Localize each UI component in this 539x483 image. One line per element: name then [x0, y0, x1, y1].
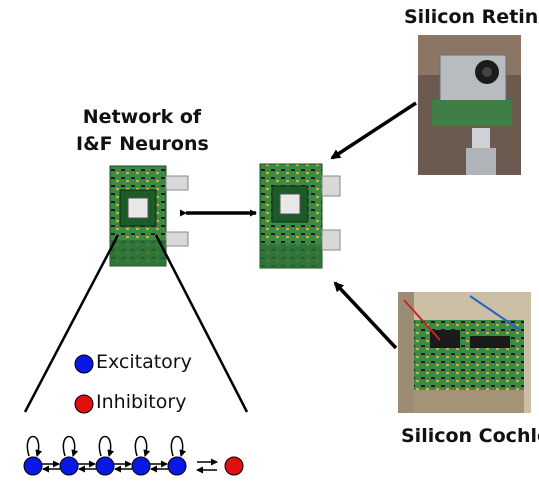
silicon-retina-image	[418, 35, 521, 175]
excitatory-legend-dot	[74, 354, 94, 374]
retina-label: Silicon Retina	[404, 6, 539, 28]
excitatory-neuron	[131, 456, 151, 476]
cochlea-label: Silicon Cochlea	[401, 425, 539, 447]
self-connection-loop	[134, 435, 151, 457]
self-connection-loop	[62, 435, 79, 457]
excitatory-neuron	[23, 456, 43, 476]
zoom-line-left	[23, 234, 120, 413]
network-title-line2: I&F Neurons	[76, 133, 209, 155]
interface-board	[259, 163, 341, 269]
self-connection-loop	[170, 435, 187, 457]
excitatory-legend-label: Excitatory	[96, 351, 192, 373]
arrow-retina-to-board	[330, 101, 417, 160]
excitatory-neuron	[167, 456, 187, 476]
network-title-line1: Network of	[82, 106, 202, 128]
silicon-cochlea-image	[398, 292, 531, 413]
neuron-network	[23, 435, 244, 476]
arrow-cochlea-to-board	[333, 281, 398, 350]
excitatory-neuron	[95, 456, 115, 476]
self-connection-loop	[26, 435, 43, 457]
network-title: Network of I&F Neurons	[76, 104, 209, 158]
self-connection-loop	[98, 435, 115, 457]
excitatory-neuron	[59, 456, 79, 476]
inhibitory-neuron	[224, 456, 244, 476]
neuron-network-board	[109, 165, 189, 267]
inhibitory-legend-dot	[74, 394, 94, 414]
inhibitory-legend-label: Inhibitory	[96, 391, 187, 413]
zoom-line-right	[154, 234, 249, 413]
